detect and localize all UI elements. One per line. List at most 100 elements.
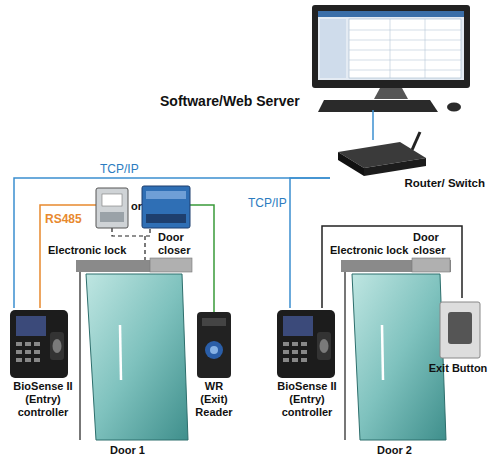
biometric-controller-part [34,358,40,362]
part-label: or [131,200,142,213]
biometric-controller-part [292,358,298,362]
computer-monitor-part [390,19,391,78]
exit-button-part [448,312,472,344]
biometric-controller-part [16,358,22,362]
door-part [120,325,121,380]
protocol-label: TCP/IP [246,196,289,210]
part-label: Door 1 [110,444,145,457]
device-label: WR (Exit) Reader [190,380,238,419]
biometric-controller-part [283,350,289,354]
interface-module-part [102,194,122,206]
biometric-controller-part [25,358,31,362]
computer-monitor-part [349,60,461,61]
exit-button-part [440,302,480,358]
computer-monitor-part [318,11,464,80]
device-node: Router/ Switch [330,140,485,190]
computer-monitor-part [349,19,461,78]
lock-wire-part [144,236,145,260]
door-part [412,258,450,272]
biometric-controller-part [16,342,22,346]
interface-module [142,186,190,228]
biometric-controller-part [16,350,22,354]
biometric-controller-part [317,332,331,360]
biometric-controller-part [283,316,313,336]
computer-monitor-part [425,19,426,78]
router-part [412,132,420,150]
biometric-controller-part [50,332,64,360]
biometric-controller-part [292,350,298,354]
part-label: Electronic lock [48,244,126,257]
exit-reader-part [205,341,223,359]
keyboard [318,100,438,112]
biometric-controller-part [292,342,298,346]
device-label: Router/ Switch [330,176,485,190]
router-part [364,158,426,176]
biometric-controller-part [301,342,307,346]
part-label: RS485 [45,212,82,226]
interface-module-part [146,214,186,223]
exit-button [440,302,480,358]
device-node: BioSense II (Entry) controller [270,308,344,419]
network-cable [14,178,330,308]
door-part [86,274,188,440]
device-node: Software/Web Server [160,3,478,110]
computer-monitor-part [349,30,461,31]
computer-monitor-part [320,19,346,78]
device-label: BioSense II (Entry) controller [270,380,344,419]
door-part [79,272,81,440]
biometric-controller-part [283,342,289,346]
biometric-controller-part [283,358,289,362]
computer-monitor-part [349,50,461,51]
biometric-controller-part [320,339,329,353]
biometric-controller-part [34,350,40,354]
exit-reader [197,312,231,378]
protocol-label: TCP/IP [98,162,141,176]
interface-module-part [96,188,128,228]
part-label: Door closer [413,231,453,257]
biometric-controller-part [34,342,40,346]
biometric-controller-part [25,350,31,354]
part-label: Door 2 [377,444,412,457]
mouse [447,103,461,112]
biometric-controller [277,310,335,378]
reader-wire-part [190,205,214,312]
computer-monitor [312,5,470,99]
door-part [344,272,346,440]
device-label: Software/Web Server [160,93,478,110]
door-part [352,274,446,440]
biometric-controller-part [53,339,62,353]
interface-module-part [142,186,190,228]
device-node: Exit Button [428,298,488,375]
device-node: WR (Exit) Reader [190,308,238,419]
computer-monitor-part [318,11,464,17]
lock-wire-part [112,228,150,236]
exit-reader-part [197,312,231,378]
device-node: BioSense II (Entry) controller [6,308,80,419]
exit-reader-part [202,318,226,326]
biometric-controller-part [16,316,46,336]
network-cable [322,226,462,308]
door [76,258,192,440]
computer-monitor-part [374,88,408,99]
biometric-controller [10,310,68,378]
part-label: Electronic lock [330,244,408,257]
keyboard-part [318,100,438,112]
exit-reader-part [210,346,218,354]
biometric-controller-part [10,310,68,378]
biometric-controller-part [301,350,307,354]
router-part [338,152,364,176]
device-label: BioSense II (Entry) controller [6,380,80,419]
door [341,258,451,440]
computer-monitor-part [312,5,470,88]
router [338,132,426,176]
door-part [150,258,192,272]
biometric-controller-part [301,358,307,362]
computer-monitor-part [349,40,461,41]
interface-module-part [146,191,186,199]
part-label: Door closer [158,231,198,257]
biometric-controller-part [25,342,31,346]
computer-monitor-part [349,70,461,71]
door-part [382,325,383,380]
network-cable [372,110,374,140]
